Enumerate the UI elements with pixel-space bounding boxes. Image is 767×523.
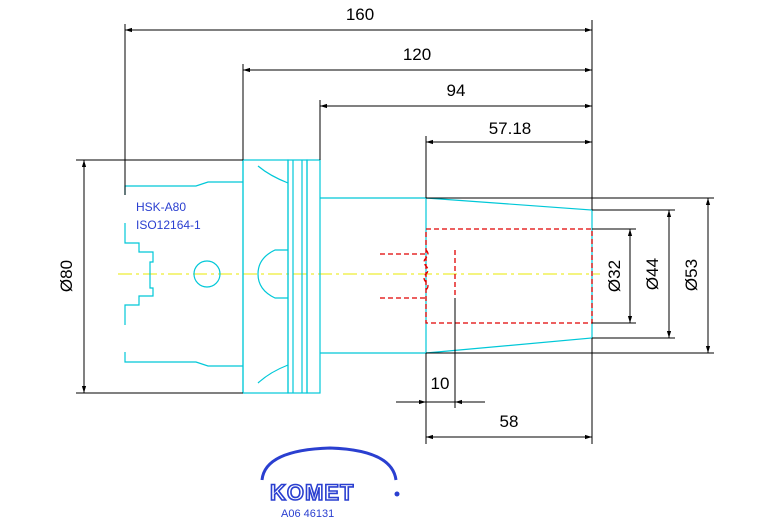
svg-text:94: 94 bbox=[447, 81, 466, 100]
standard-label: ISO12164-1 bbox=[136, 218, 201, 232]
svg-text:57.18: 57.18 bbox=[489, 119, 532, 138]
dim-57-18: 57.18 bbox=[425, 119, 592, 198]
svg-text:120: 120 bbox=[403, 45, 431, 64]
hsk-shank bbox=[124, 160, 244, 393]
dim-58: 58 bbox=[425, 338, 593, 444]
dim-dia-80: Ø80 bbox=[57, 159, 243, 394]
dim-10: 10 bbox=[396, 298, 485, 408]
svg-text:Ø32: Ø32 bbox=[605, 260, 624, 292]
extension-body bbox=[320, 197, 593, 354]
dim-dia-44: Ø44 bbox=[592, 209, 675, 339]
interface-label: HSK-A80 bbox=[136, 200, 186, 214]
svg-text:10: 10 bbox=[431, 374, 450, 393]
svg-text:KOMET: KOMET bbox=[270, 480, 354, 505]
svg-text:160: 160 bbox=[346, 5, 374, 24]
dim-120: 120 bbox=[242, 45, 592, 160]
hidden-bore bbox=[380, 228, 593, 324]
komet-logo: KOMET bbox=[260, 446, 400, 506]
dim-94: 94 bbox=[319, 81, 592, 160]
svg-text:Ø44: Ø44 bbox=[643, 258, 662, 290]
dim-160: 160 bbox=[124, 5, 593, 210]
part-number: A06 46131 bbox=[281, 508, 334, 520]
svg-text:58: 58 bbox=[500, 412, 519, 431]
svg-text:Ø80: Ø80 bbox=[57, 260, 76, 292]
dim-dia-32: Ø32 bbox=[592, 228, 636, 324]
dim-dia-53: Ø53 bbox=[426, 197, 714, 354]
flange bbox=[242, 159, 321, 394]
svg-text:Ø53: Ø53 bbox=[682, 259, 701, 291]
